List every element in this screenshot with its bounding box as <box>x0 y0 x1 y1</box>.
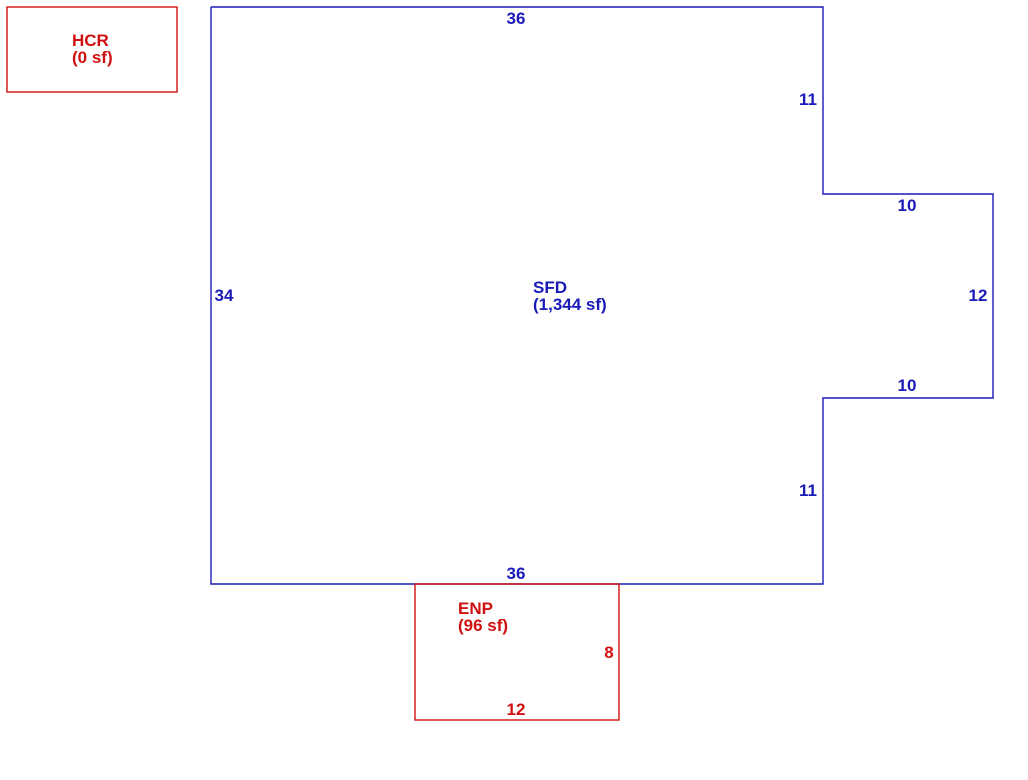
enp-dim-right: 8 <box>604 643 613 662</box>
hcr-area-label: (0 sf) <box>72 48 113 67</box>
sfd-dim-top: 36 <box>507 9 526 28</box>
hcr-code-label: HCR <box>72 31 109 50</box>
sfd-code-label: SFD <box>533 278 567 297</box>
enp-dim-bottom: 12 <box>507 700 526 719</box>
sfd-dim-bump-top: 10 <box>898 196 917 215</box>
sfd-dim-bump-bottom: 10 <box>898 376 917 395</box>
sfd-dim-bump-right: 12 <box>969 286 988 305</box>
sfd-dim-right-upper: 11 <box>799 90 817 109</box>
enp-code-label: ENP <box>458 599 493 618</box>
hcr-outline <box>6 6 178 93</box>
enp-area-label: (96 sf) <box>458 616 508 635</box>
sfd-dim-bottom: 36 <box>507 564 526 583</box>
enp-outline <box>414 583 620 721</box>
sfd-area-label: (1,344 sf) <box>533 295 607 314</box>
sfd-dim-right-lower: 11 <box>799 481 817 500</box>
sfd-dim-left: 34 <box>215 286 234 305</box>
